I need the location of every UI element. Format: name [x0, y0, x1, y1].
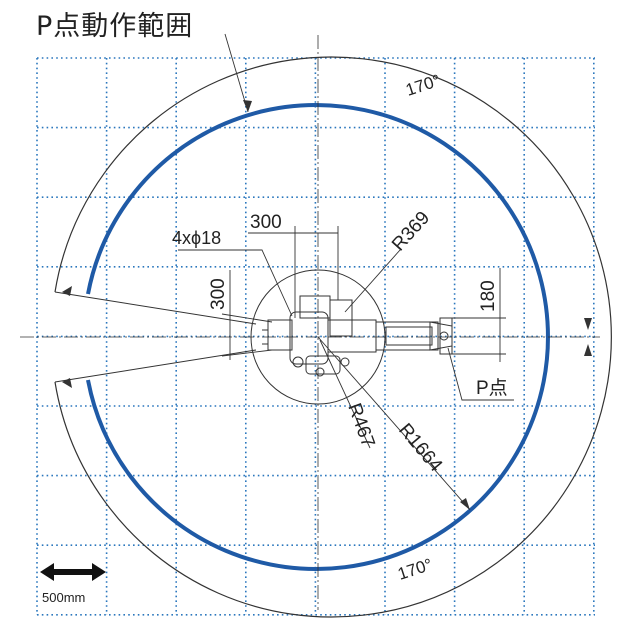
robot-body: [262, 295, 453, 377]
label-r1664: R1664: [394, 420, 446, 477]
label-angle-bottom: 170°: [395, 555, 434, 584]
label-dim-180: 180: [478, 280, 499, 312]
scale-bar: 500mm: [40, 563, 106, 605]
dimension-lines: [178, 33, 514, 511]
p-point-range-arc: [86, 103, 550, 571]
label-dim-300-vertical: 300: [208, 278, 229, 310]
label-angle-top: 170°: [403, 71, 442, 100]
arrowheads: [62, 100, 592, 510]
label-r467: R467: [343, 401, 378, 451]
page-title: P点動作範囲: [36, 11, 194, 42]
base-circle-r467: [250, 269, 386, 405]
dotted-grid: [36, 57, 595, 616]
label-p-point: P点: [476, 377, 508, 399]
label-r369: R369: [388, 208, 434, 256]
label-dim-300-horizontal: 300: [250, 212, 282, 233]
label-hole: 4xϕ18: [172, 228, 221, 248]
outer-envelope: [54, 56, 612, 618]
scale-label: 500mm: [42, 590, 85, 605]
outer-envelope-end-top: [54, 291, 257, 325]
outer-envelope-end-bottom: [54, 349, 257, 383]
